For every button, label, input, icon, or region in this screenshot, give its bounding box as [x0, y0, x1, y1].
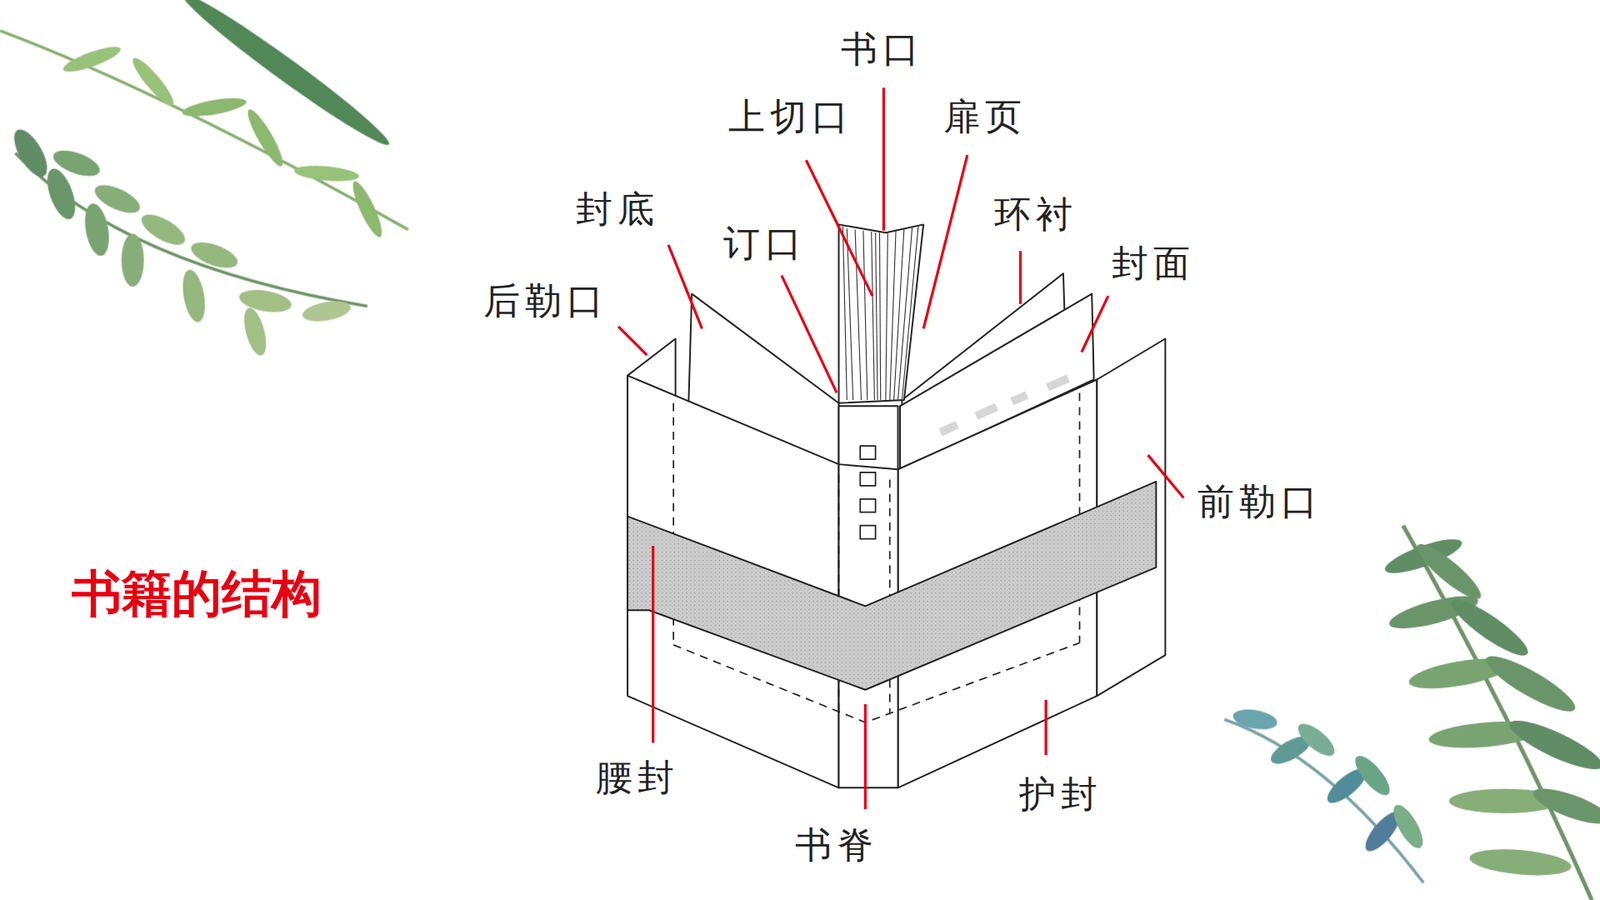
part-label: 封底 [575, 189, 660, 230]
part-label: 上切口 [728, 96, 854, 137]
title: 书籍的结构 [71, 565, 322, 621]
part-label: 环衬 [994, 194, 1078, 235]
part-label: 封面 [1111, 243, 1195, 284]
leader-lines [618, 87, 1184, 810]
part-label: 后勒口 [483, 280, 609, 321]
part-label: 前勒口 [1197, 481, 1323, 522]
part-label: 腰封 [595, 757, 680, 798]
part-label: 订口 [723, 223, 807, 264]
part-label: 书脊 [795, 825, 879, 865]
part-label: 扉页 [943, 96, 1027, 137]
book-drawing [627, 224, 1165, 788]
leaf-decoration [1224, 525, 1600, 900]
part-label: 书口 [840, 29, 925, 70]
leaf-decoration [0, 0, 409, 358]
part-label: 护封 [1019, 774, 1103, 815]
